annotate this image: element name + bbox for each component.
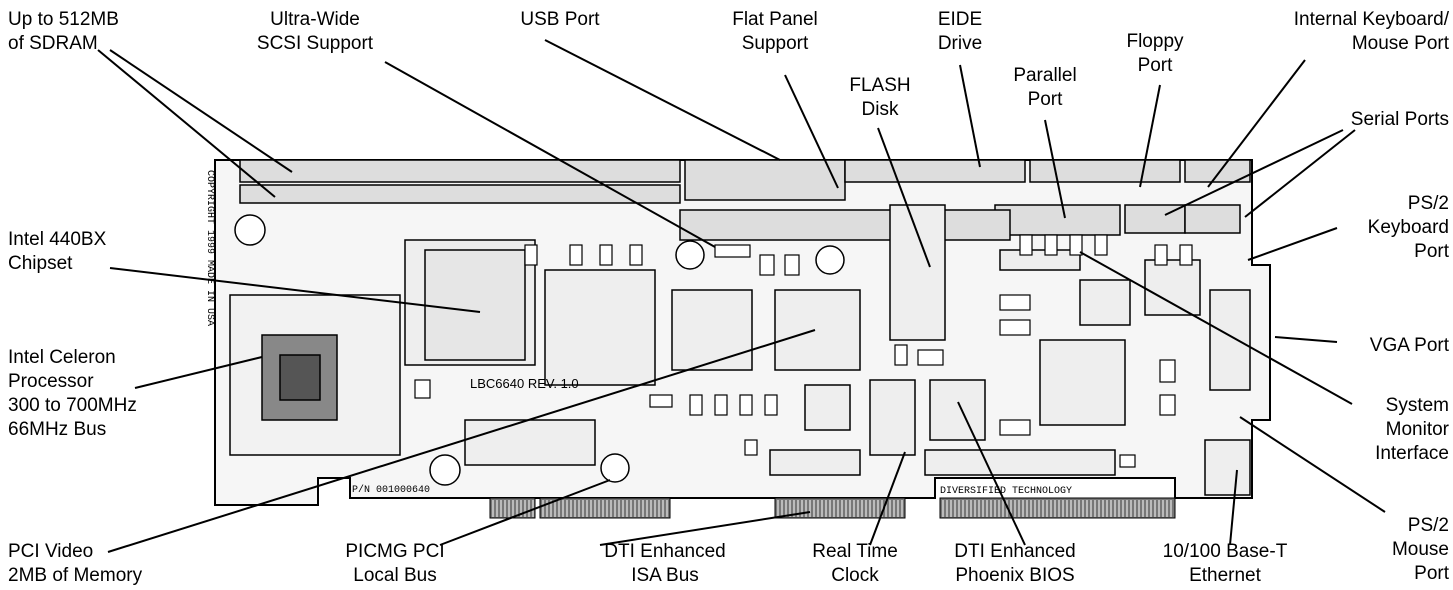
label-line: Serial Ports	[1350, 109, 1449, 130]
label-line: of SDRAM	[8, 33, 98, 54]
edge-connectors	[489, 497, 1176, 519]
label-internal-keyboard: Internal Keyboard/ Mouse Port	[1294, 8, 1449, 56]
label-isa: DTI Enhanced ISA Bus	[590, 540, 740, 588]
callout-lines	[97, 39, 1386, 553]
label-serial-ports: Serial Ports	[1351, 108, 1449, 132]
label-line: Mouse	[1391, 539, 1449, 560]
label-line: PS/2	[1407, 515, 1449, 536]
label-line: Drive	[937, 33, 983, 54]
silk-revision: LBC6640 REV. 1.0	[470, 376, 579, 391]
label-scsi: Ultra-Wide SCSI Support	[240, 8, 390, 56]
label-line: Phoenix BIOS	[955, 565, 1075, 586]
label-chipset: Intel 440BX Chipset	[8, 228, 106, 276]
label-vga: VGA Port	[1370, 334, 1449, 358]
label-line: EIDE	[937, 9, 983, 30]
label-system-monitor: System Monitor Interface	[1375, 394, 1449, 466]
small-parts	[414, 234, 1193, 468]
label-line: Real Time	[812, 541, 898, 562]
silk-part-number: P/N 001000640	[352, 484, 430, 496]
label-celeron: Intel Celeron Processor 300 to 700MHz 66…	[8, 346, 137, 442]
label-line: Port	[1414, 563, 1449, 584]
edge-finger-lines	[492, 500, 1172, 517]
label-line: Flat Panel	[732, 9, 818, 30]
label-bios: DTI Enhanced Phoenix BIOS	[925, 540, 1105, 588]
label-line: Processor	[8, 371, 94, 392]
label-line: Ethernet	[1189, 565, 1261, 586]
label-flat-panel: Flat Panel Support	[715, 8, 835, 56]
label-line: ISA Bus	[631, 565, 699, 586]
label-line: 66MHz Bus	[8, 419, 107, 440]
label-line: VGA Port	[1369, 335, 1449, 356]
label-line: Clock	[831, 565, 879, 586]
label-line: DTI Enhanced	[954, 541, 1076, 562]
label-flash-disk: FLASH Disk	[835, 74, 925, 122]
label-line: DTI Enhanced	[604, 541, 726, 562]
label-line: Internal Keyboard/	[1293, 9, 1449, 30]
label-line: USB Port	[520, 9, 600, 30]
capacitors	[234, 214, 845, 486]
label-eide: EIDE Drive	[920, 8, 1000, 56]
label-line: Up to 512MB	[8, 9, 119, 30]
label-rtc: Real Time Clock	[800, 540, 910, 588]
silk-copyright: COPYRIGHT 1999 MADE IN USA	[204, 170, 215, 326]
label-line: Floppy	[1126, 31, 1184, 52]
label-line: Port	[1027, 89, 1063, 110]
label-line: Mouse Port	[1351, 33, 1449, 54]
label-line: PS/2	[1407, 193, 1449, 214]
label-picmg: PICMG PCI Local Bus	[330, 540, 460, 588]
label-line: Interface	[1375, 443, 1449, 464]
label-line: Intel Celeron	[8, 347, 116, 368]
label-pci-video: PCI Video 2MB of Memory	[8, 540, 142, 588]
label-line: System	[1385, 395, 1449, 416]
chips	[404, 204, 1251, 496]
cpu-socket	[229, 294, 401, 456]
label-line: Disk	[861, 99, 899, 120]
label-line: Chipset	[8, 253, 73, 274]
label-line: Port	[1137, 55, 1173, 76]
label-line: Support	[741, 33, 809, 54]
label-line: 300 to 700MHz	[8, 395, 137, 416]
label-line: 10/100 Base-T	[1162, 541, 1288, 562]
label-line: FLASH	[849, 75, 911, 96]
label-usb: USB Port	[505, 8, 615, 32]
label-line: Keyboard	[1367, 217, 1449, 238]
label-line: SCSI Support	[256, 33, 374, 54]
label-line: Intel 440BX	[8, 229, 107, 250]
label-parallel: Parallel Port	[995, 64, 1095, 112]
label-line: PICMG PCI	[345, 541, 445, 562]
label-line: Port	[1414, 241, 1449, 262]
label-line: PCI Video	[8, 541, 94, 562]
label-line: Local Bus	[353, 565, 437, 586]
label-floppy: Floppy Port	[1110, 30, 1200, 78]
label-ps2-keyboard: PS/2 Keyboard Port	[1368, 192, 1449, 264]
silk-vendor: DIVERSIFIED TECHNOLOGY	[940, 486, 1072, 497]
label-line: Parallel	[1013, 65, 1077, 86]
label-line: Monitor	[1385, 419, 1449, 440]
label-ps2-mouse: PS/2 Mouse Port	[1392, 514, 1449, 586]
label-line: Ultra-Wide	[270, 9, 360, 30]
label-ethernet: 10/100 Base-T Ethernet	[1145, 540, 1305, 588]
label-line: 2MB of Memory	[8, 565, 143, 586]
label-sdram: Up to 512MB of SDRAM	[8, 8, 119, 56]
